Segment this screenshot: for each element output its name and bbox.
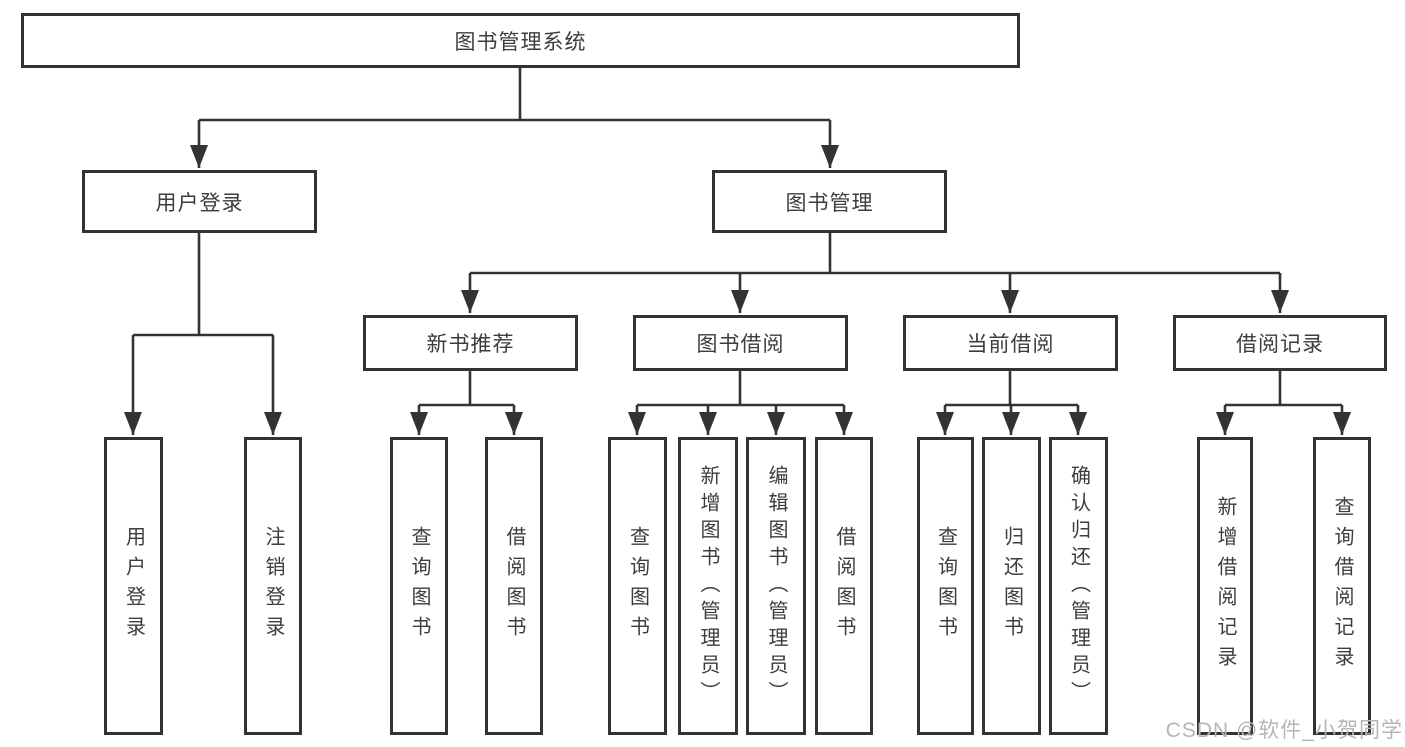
connector-recommend-to-leaves [410, 371, 523, 435]
leaf-logout: 注销登录 [244, 437, 302, 735]
leaf-add-books-admin: 新增图书（管理员） [678, 437, 738, 735]
leaf-user-login: 用户登录 [104, 437, 163, 735]
leaf-query-books-recommend: 查询图书 [390, 437, 448, 735]
connector-borrow-to-leaves [628, 371, 853, 435]
leaf-query-books-current: 查询图书 [917, 437, 974, 735]
node-book-management: 图书管理 [712, 170, 947, 233]
node-current-borrow: 当前借阅 [903, 315, 1118, 371]
leaf-borrow-books: 借阅图书 [815, 437, 873, 735]
node-user-login: 用户登录 [82, 170, 317, 233]
connector-book-mgmt-to-level3 [461, 233, 1289, 313]
leaf-query-books-borrow: 查询图书 [608, 437, 667, 735]
leaf-query-borrow-record: 查询借阅记录 [1313, 437, 1371, 735]
connector-record-to-leaves [1216, 371, 1351, 435]
node-root: 图书管理系统 [21, 13, 1020, 68]
node-book-borrow: 图书借阅 [633, 315, 848, 371]
leaf-add-borrow-record: 新增借阅记录 [1197, 437, 1253, 735]
node-new-book-recommend: 新书推荐 [363, 315, 578, 371]
leaf-confirm-return-admin: 确认归还（管理员） [1049, 437, 1108, 735]
csdn-watermark: CSDN @软件_小贺同学 [1165, 719, 1403, 742]
connector-current-to-leaves [936, 371, 1087, 435]
leaf-borrow-books-recommend: 借阅图书 [485, 437, 543, 735]
leaf-return-books: 归还图书 [982, 437, 1041, 735]
node-borrow-record: 借阅记录 [1173, 315, 1387, 371]
leaf-edit-books-admin: 编辑图书（管理员） [746, 437, 806, 735]
connector-user-login-to-leaves [124, 233, 282, 435]
connector-root-to-level2 [190, 68, 839, 168]
